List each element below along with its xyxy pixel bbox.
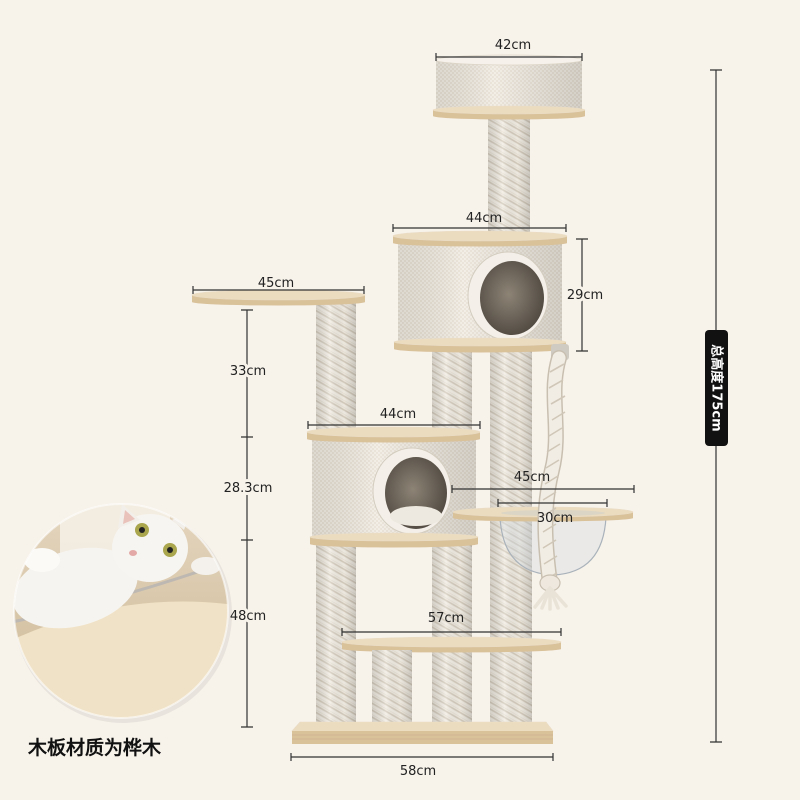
dimension-base: 58cm [290,753,554,779]
right-post [490,345,532,722]
dimension-label: 57cm [428,611,464,626]
cat-ear-inner [123,510,135,524]
dimension-right-platform: 45cm [451,470,635,493]
top-bowl-board [432,105,586,115]
upper-condo-top-board [392,230,568,242]
left-platform [191,289,366,306]
dimension-label: 45cm [258,276,294,291]
dimension-upper-condo-height: 29cm [564,238,606,352]
dimension-hammock-bowl: 30cm [497,499,608,526]
upper-condo [392,230,569,360]
upper-condo-bottom-board [393,337,567,347]
dimension-label: 44cm [466,211,502,226]
dimension-upper-condo-width: 44cm [392,211,567,232]
dimension-total-height: 总高度175cm [705,69,728,743]
dimension-label: 44cm [380,407,416,422]
inset-cat-photo [13,503,232,723]
lower-condo-bottom-board [309,532,479,542]
dimension-label: 45cm [514,470,550,485]
short-post [372,650,412,722]
dimension-bottom-platform: 57cm [341,611,562,636]
material-caption: 木板材质为桦木 [27,736,162,759]
dimension-left-vertical: 33cm 28.3cm 48cm [221,309,275,728]
rope-twist-lines [542,363,566,581]
dimension-lower-condo-width: 44cm [307,407,481,429]
cat-paw [191,557,221,575]
dimension-left-platform: 45cm [192,276,365,294]
total-height-label: 总高度175cm [709,344,725,431]
top-post [488,112,530,242]
rope [538,351,566,590]
dimension-label: 28.3cm [224,481,273,496]
left-platform-top [191,289,366,301]
dimension-top-bowl: 42cm [435,38,583,61]
dimension-label: 48cm [230,609,266,624]
dimension-label: 42cm [495,38,531,53]
base-board [291,721,554,744]
rope-tassel [533,586,568,611]
dimension-label: 30cm [537,511,573,526]
dimension-label: 58cm [400,764,436,779]
lower-condo-cushion [390,506,442,526]
hanging-rope-toy [533,350,568,611]
cat-nose [129,550,137,556]
dimension-label: 33cm [230,364,266,379]
bottom-platform-top [341,636,562,648]
dimension-label: 29cm [567,288,603,303]
top-bowl-bed [432,54,586,120]
total-height-badge [705,330,728,446]
lower-condo [306,426,481,548]
inset-wood-platform [14,601,228,718]
cat-head [112,514,188,582]
lower-condo-top-board [306,426,481,438]
cat-leg [24,548,60,572]
upper-condo-hole [480,261,544,335]
